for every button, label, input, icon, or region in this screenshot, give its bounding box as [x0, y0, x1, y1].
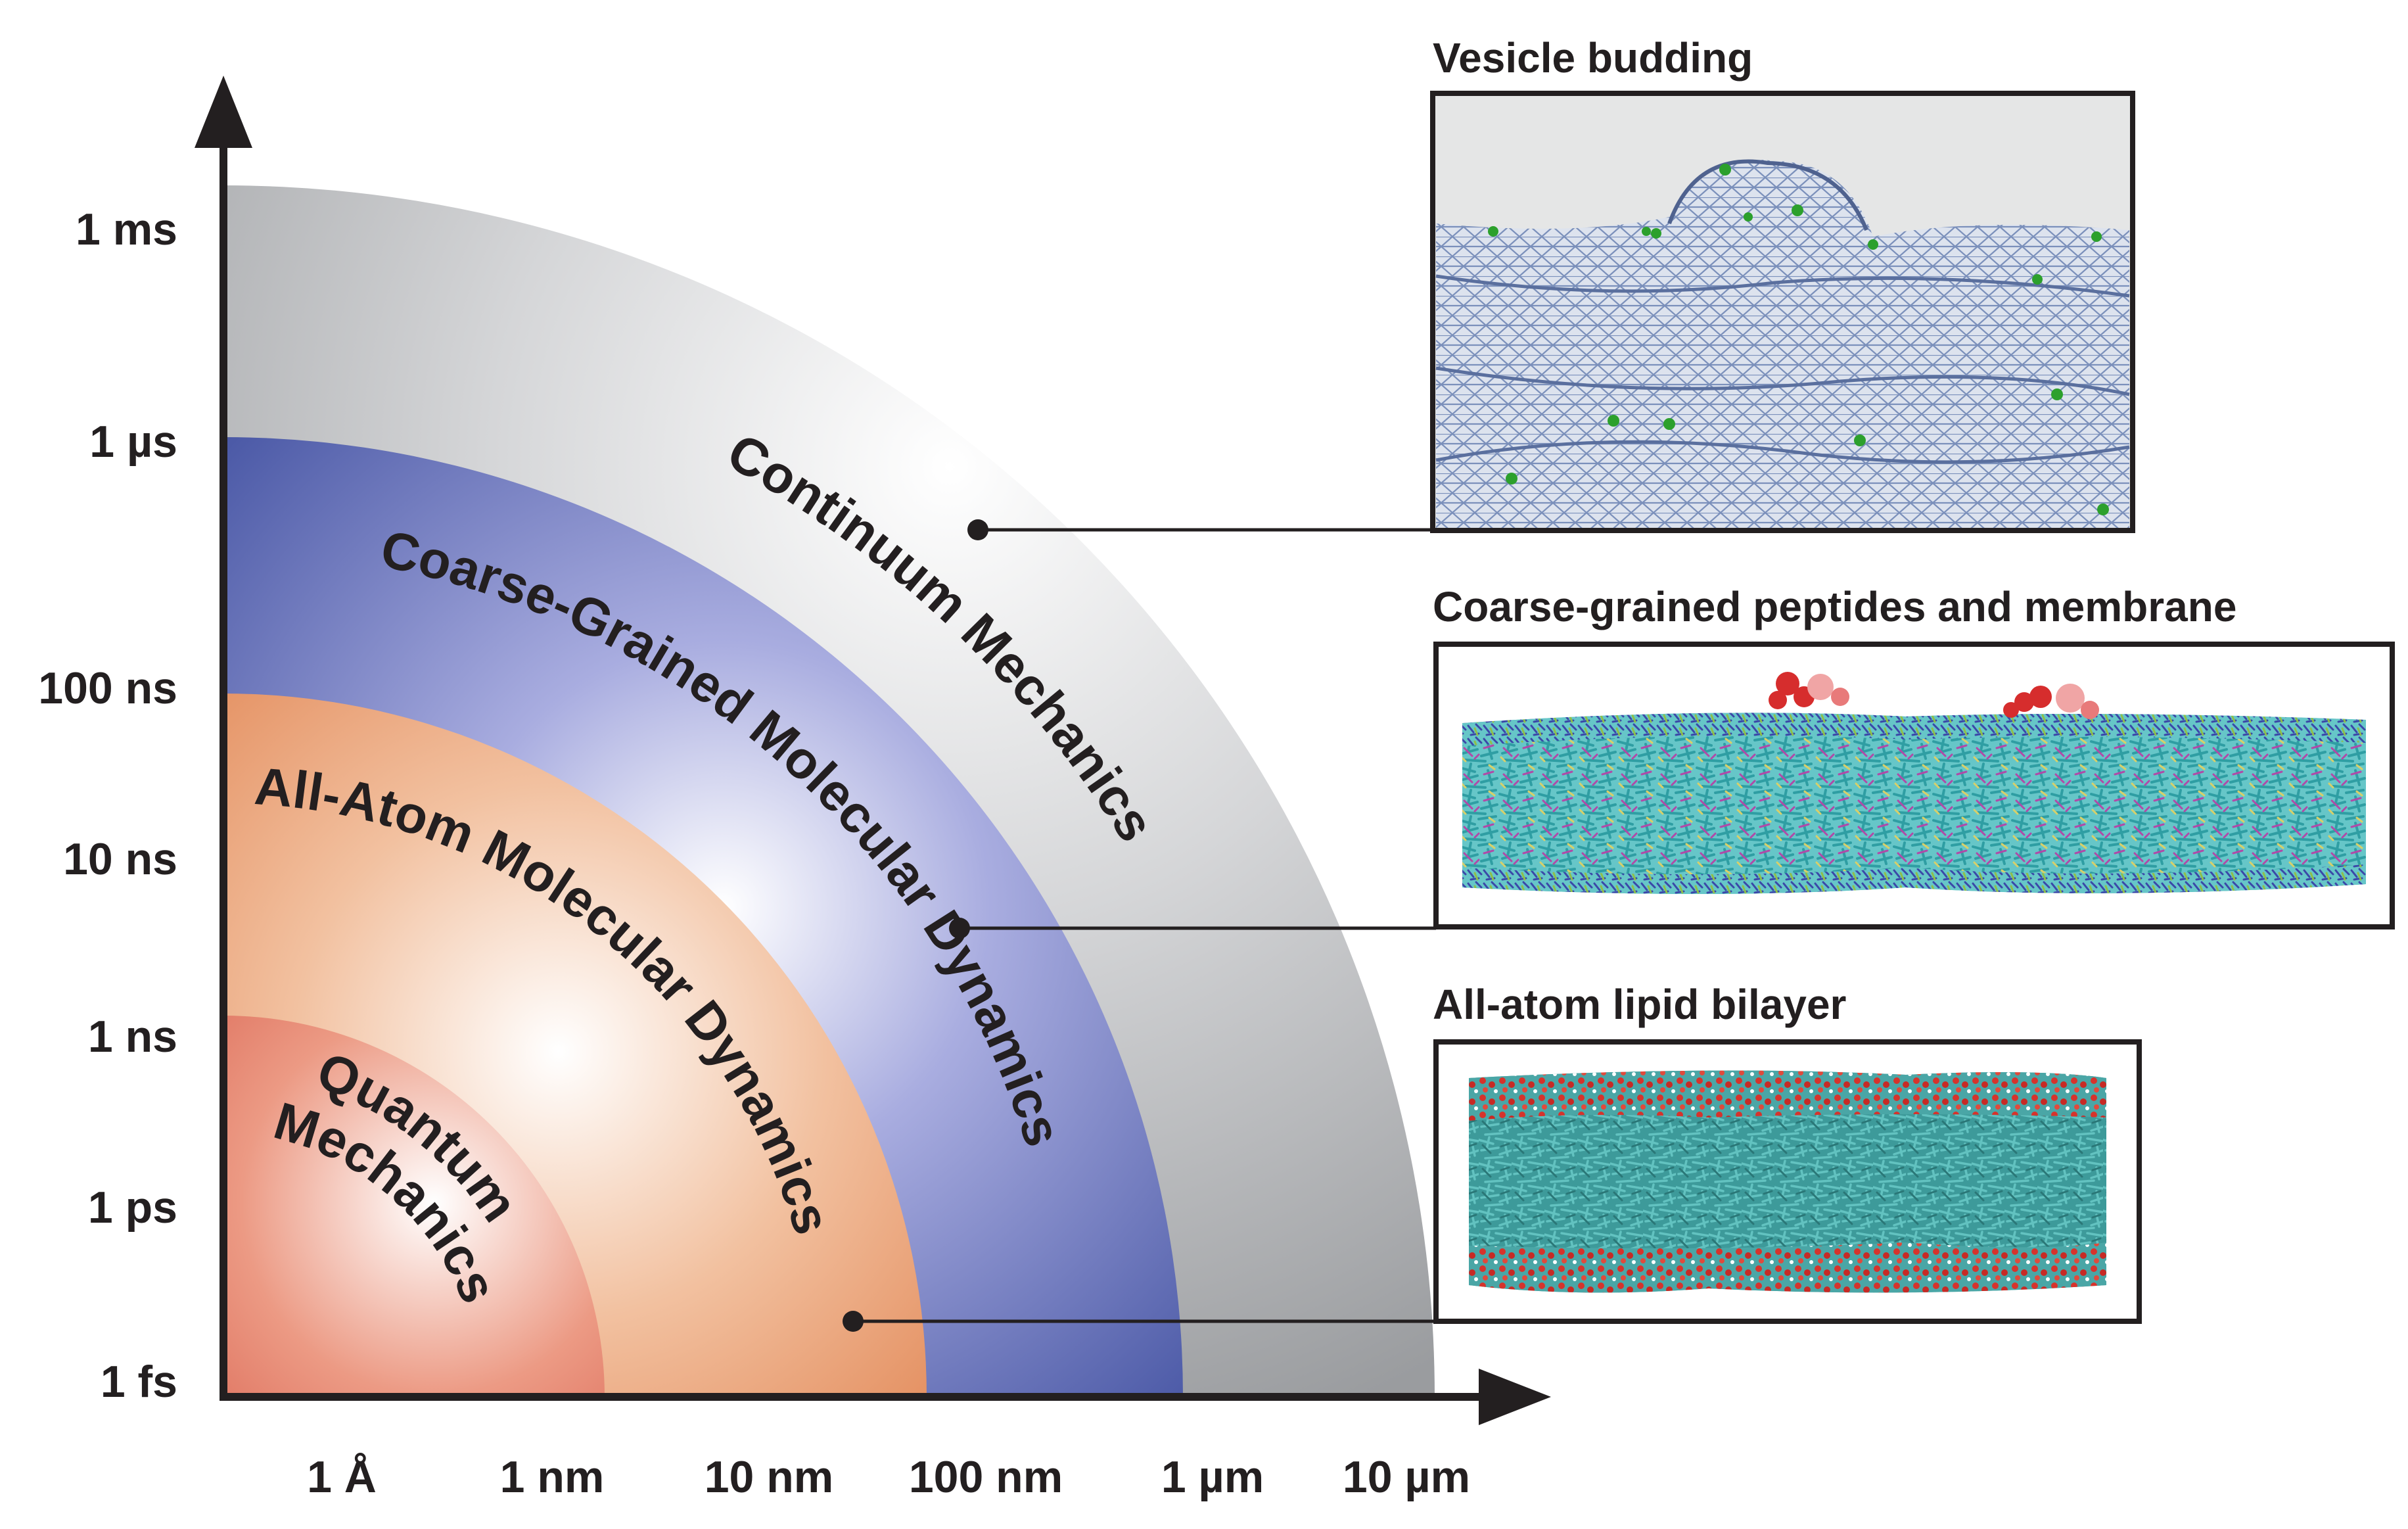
peptide-1 — [1769, 672, 1849, 709]
y-tick-100ns: 100 ns — [38, 663, 177, 713]
y-tick-1fs: 1 fs — [101, 1357, 177, 1407]
allatom-panel-title: All-atom lipid bilayer — [1433, 981, 1846, 1028]
callout-coarse-grained — [949, 918, 1436, 939]
x-tick-1um: 1 µm — [1161, 1452, 1264, 1502]
x-tick-10um: 10 µm — [1343, 1452, 1470, 1502]
x-tick-1A: 1 Å — [307, 1452, 377, 1502]
y-axis-arrow-icon — [195, 76, 252, 148]
x-tick-1nm: 1 nm — [500, 1452, 605, 1502]
x-tick-10nm: 10 nm — [705, 1452, 834, 1502]
peptide-2 — [2003, 684, 2099, 719]
x-axis-arrow-icon — [1479, 1369, 1551, 1425]
vesicle-panel — [1430, 91, 2135, 533]
vesicle-particles — [1488, 164, 2109, 515]
y-tick-1ns: 1 ns — [88, 1012, 177, 1062]
y-tick-10ns: 10 ns — [63, 834, 177, 884]
coarse-panel-title: Coarse-grained peptides and membrane — [1433, 583, 2236, 630]
callout-continuum — [967, 519, 1433, 540]
x-tick-100nm: 100 nm — [909, 1452, 1063, 1502]
coarse-panel — [1433, 642, 2395, 929]
y-tick-1ms: 1 ms — [76, 204, 177, 254]
y-axis — [195, 76, 252, 1399]
x-axis-ticks: 1 Å 1 nm 10 nm 100 nm 1 µm 10 µm — [307, 1452, 1470, 1502]
y-tick-1us: 1 µs — [89, 417, 177, 467]
callout-all-atom — [843, 1311, 1436, 1332]
vesicle-panel-title: Vesicle budding — [1433, 34, 1753, 82]
y-tick-1ps: 1 ps — [88, 1183, 177, 1233]
x-axis — [220, 1369, 1551, 1425]
y-axis-ticks: 1 ms 1 µs 100 ns 10 ns 1 ns 1 ps 1 fs — [38, 204, 177, 1407]
allatom-panel — [1433, 1039, 2142, 1324]
region-quantum — [223, 1016, 605, 1397]
